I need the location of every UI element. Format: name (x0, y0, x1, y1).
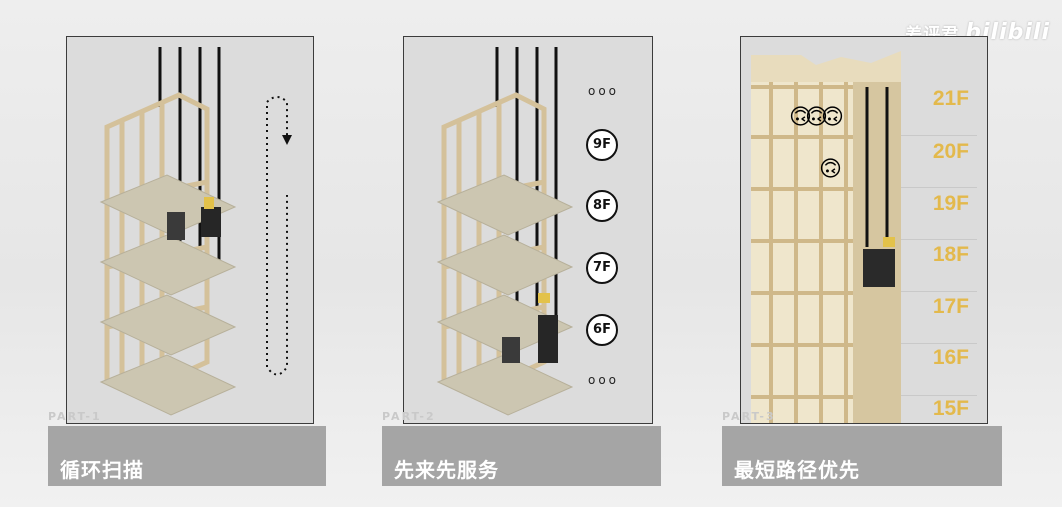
arrow-down-icon (282, 135, 292, 145)
scan-loop (266, 137, 288, 376)
part-label: PART-3 (722, 410, 776, 423)
window-grid (751, 82, 901, 423)
floor-label-17f: 17F (932, 295, 969, 318)
floor-divider (901, 135, 977, 136)
part-label: PART-2 (382, 410, 436, 423)
caption-shortest-path-first: 最短路径优先 (722, 426, 1002, 486)
floor-divider (901, 239, 977, 240)
upside-down-face-icon: 🙃 (789, 105, 812, 130)
elevator-car (538, 315, 558, 363)
floor-divider (901, 343, 977, 344)
floor-label-18f: 18F (932, 243, 969, 266)
floor-label-15f: 15F (932, 397, 969, 420)
elevator-illustration-2 (436, 47, 574, 416)
caption-first-come-first-served: 先来先服务 (382, 426, 661, 486)
more-floors-above: ooo (588, 84, 620, 98)
elevator-car (863, 249, 895, 287)
caption-circular-scan: 循环扫描 (48, 426, 326, 486)
elevator-car (201, 207, 221, 237)
more-floors-below: ooo (588, 373, 620, 387)
floor-label-16f: 16F (932, 346, 969, 369)
elevator-car (167, 212, 185, 240)
upside-down-face-icon: 🙃 (819, 157, 842, 182)
panel-circular-scan (66, 36, 314, 424)
cables (865, 87, 889, 247)
floor-label-21f: 21F (932, 87, 969, 110)
part-label: PART-1 (48, 410, 102, 423)
floor-badge-9f: 9F (586, 129, 618, 161)
floor-badge-7f: 7F (586, 252, 618, 284)
floor-badge-6f: 6F (586, 314, 618, 346)
car-light (538, 293, 550, 303)
floor-divider (901, 291, 977, 292)
elevator-illustration-1 (99, 47, 292, 416)
floor-divider (901, 395, 977, 396)
floor-label-20f: 20F (932, 140, 969, 163)
panel-first-come-first-served: ooo 9F 8F 7F 6F ooo (403, 36, 653, 424)
floor-divider (901, 187, 977, 188)
floor-label-19f: 19F (932, 192, 969, 215)
upside-down-face-icon: 🙃 (805, 105, 828, 130)
panel-shortest-path-first: 🙃 🙃 🙃 🙃 21F 20F 19F 18F 17F 16F 15F (740, 36, 988, 424)
scan-loop-top (266, 96, 288, 137)
car-light (204, 197, 214, 209)
elevator-car (502, 337, 520, 363)
floor-badge-8f: 8F (586, 190, 618, 222)
car-light (883, 237, 895, 247)
elevator-illustration-3 (751, 51, 901, 423)
upside-down-face-icon: 🙃 (821, 105, 844, 130)
